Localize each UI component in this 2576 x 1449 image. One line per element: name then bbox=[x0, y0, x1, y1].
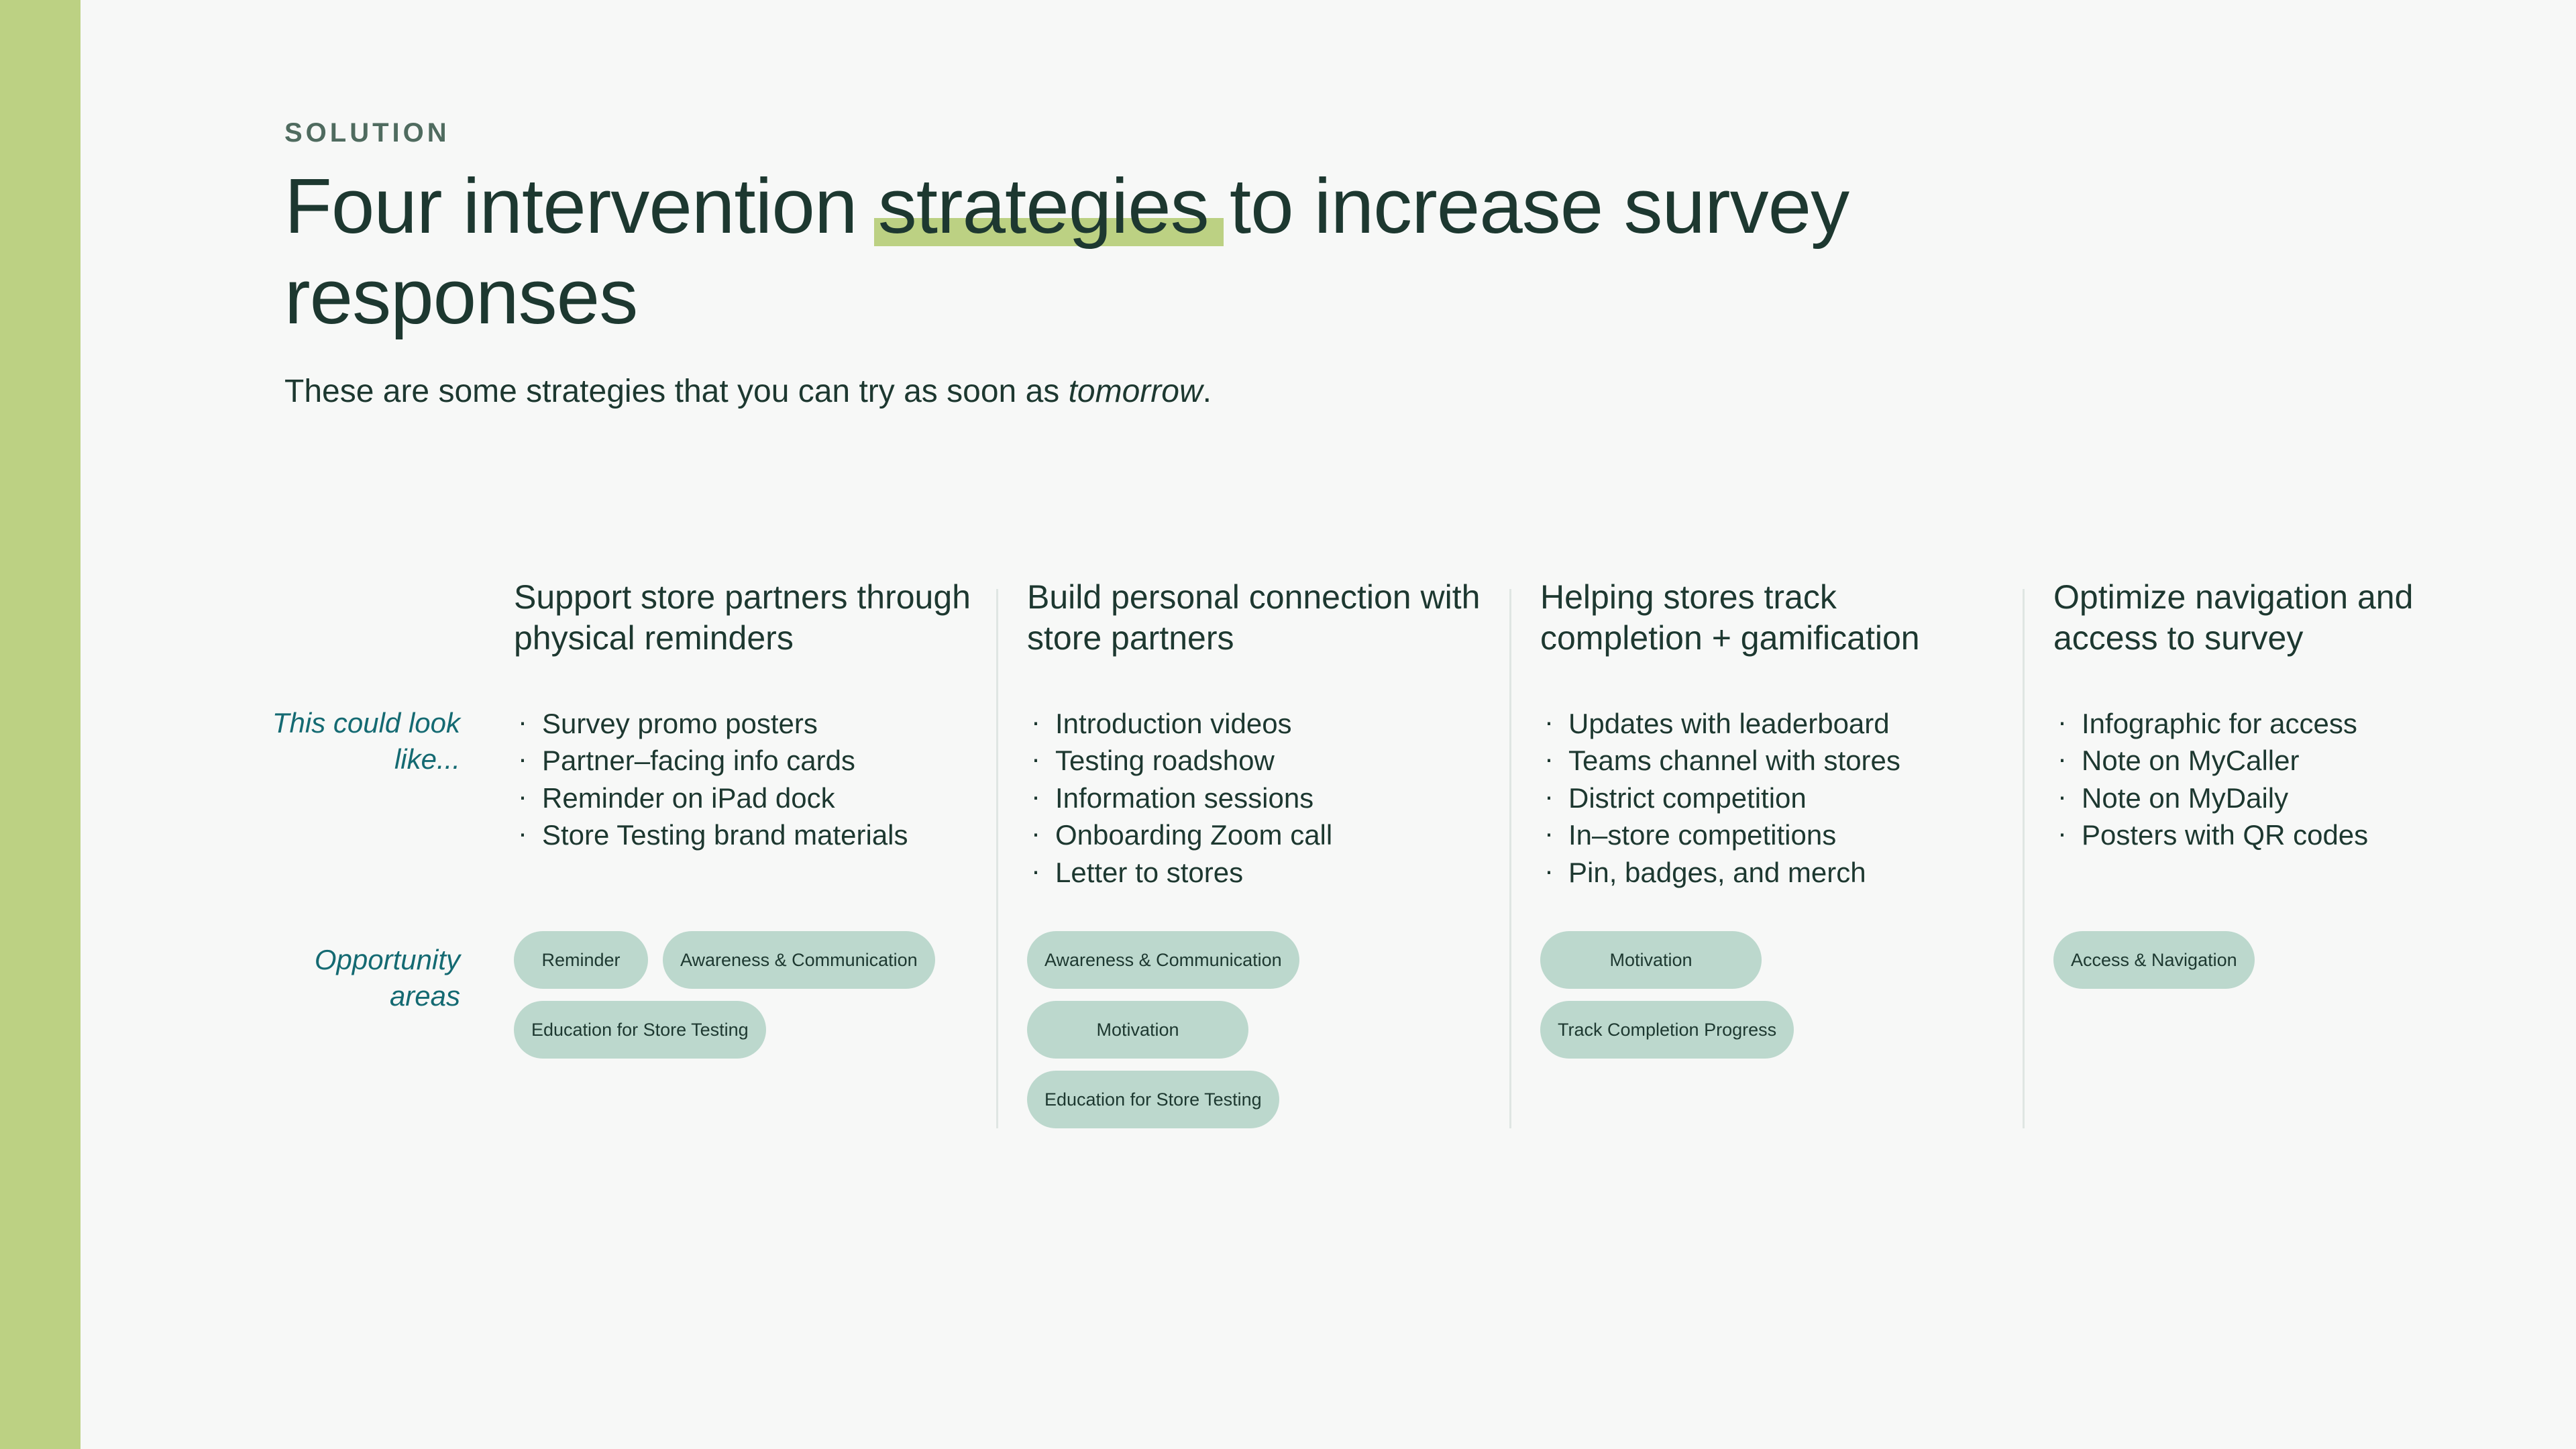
pill-group: Awareness & Communication Motivation Edu… bbox=[1027, 931, 1492, 1129]
grid-row-opportunity-areas: Opportunity areas Reminder Awareness & C… bbox=[255, 879, 2536, 1129]
column-1-heading-cell: Build personal connection with store par… bbox=[996, 577, 1509, 665]
column-3-heading-cell: Optimize navigation and access to survey bbox=[2023, 577, 2536, 665]
column-1-pills-cell: Awareness & Communication Motivation Edu… bbox=[996, 879, 1509, 1129]
tag-pill[interactable]: Education for Store Testing bbox=[1027, 1071, 1279, 1129]
list-item: In–store competitions bbox=[1540, 814, 2005, 853]
subtitle-emphasis: tomorrow bbox=[1068, 374, 1203, 410]
column-title: Helping stores track completion + gamifi… bbox=[1540, 578, 1920, 657]
list-item: Teams channel with stores bbox=[1540, 740, 2005, 779]
list-item: Survey promo posters bbox=[514, 703, 979, 742]
headings-columns: Support store partners through physical … bbox=[483, 577, 2536, 665]
tag-pill[interactable]: Awareness & Communication bbox=[1027, 931, 1299, 989]
bullets-columns: Survey promo posters Partner–facing info… bbox=[483, 643, 2536, 904]
list-item: Note on MyCaller bbox=[2053, 740, 2518, 779]
headline-highlight: strategies bbox=[873, 161, 1224, 252]
tag-pill[interactable]: Access & Navigation bbox=[2053, 931, 2255, 989]
headline-text-after: to increase survey responses bbox=[284, 162, 1849, 340]
column-title: Optimize navigation and access to survey bbox=[2053, 578, 2414, 657]
tag-pill[interactable]: Track Completion Progress bbox=[1540, 1001, 1794, 1059]
eyebrow-label: SOLUTION bbox=[284, 118, 450, 148]
row-label-could-look-like: This could look like... bbox=[272, 707, 460, 775]
column-0-bullets-cell: Survey promo posters Partner–facing info… bbox=[483, 703, 996, 891]
row-label-opportunity-areas: Opportunity areas bbox=[314, 944, 460, 1012]
tag-pill[interactable]: Motivation bbox=[1027, 1001, 1248, 1059]
grid-row-headings: Support store partners through physical … bbox=[255, 577, 2536, 665]
subtitle-text-after: . bbox=[1202, 374, 1212, 410]
headline-text-before: Four intervention bbox=[284, 162, 878, 250]
column-3-pills-cell: Access & Navigation bbox=[2023, 879, 2536, 1129]
list-item: Reminder on iPad dock bbox=[514, 777, 979, 816]
strategy-grid: Support store partners through physical … bbox=[255, 577, 2536, 1129]
column-2-pills-cell: Motivation Track Completion Progress bbox=[1509, 879, 2023, 1129]
pills-columns: Reminder Awareness & Communication Educa… bbox=[483, 879, 2536, 1129]
bullet-list: Infographic for access Note on MyCaller … bbox=[2053, 703, 2518, 854]
pill-group: Access & Navigation bbox=[2053, 931, 2518, 989]
column-title: Build personal connection with store par… bbox=[1027, 578, 1481, 657]
list-item: Testing roadshow bbox=[1027, 740, 1492, 779]
tag-pill[interactable]: Education for Store Testing bbox=[514, 1001, 766, 1059]
column-2-bullets-cell: Updates with leaderboard Teams channel w… bbox=[1509, 643, 2023, 904]
bullet-list: Survey promo posters Partner–facing info… bbox=[514, 703, 979, 854]
list-item: Updates with leaderboard bbox=[1540, 703, 2005, 742]
list-item: Onboarding Zoom call bbox=[1027, 814, 1492, 853]
column-1-bullets-cell: Introduction videos Testing roadshow Inf… bbox=[996, 643, 1509, 904]
list-item: District competition bbox=[1540, 777, 2005, 816]
tag-pill[interactable]: Reminder bbox=[514, 931, 648, 989]
list-item: Letter to stores bbox=[1027, 852, 1492, 891]
list-item: Store Testing brand materials bbox=[514, 814, 979, 853]
column-title: Support store partners through physical … bbox=[514, 578, 971, 657]
list-item: Partner–facing info cards bbox=[514, 740, 979, 779]
column-3-bullets-cell: Infographic for access Note on MyCaller … bbox=[2023, 643, 2536, 904]
list-item: Information sessions bbox=[1027, 777, 1492, 816]
pill-group: Reminder Awareness & Communication Educa… bbox=[514, 931, 979, 1059]
list-item: Introduction videos bbox=[1027, 703, 1492, 742]
grid-row-examples: This could look like... Survey promo pos… bbox=[255, 643, 2536, 904]
list-item: Infographic for access bbox=[2053, 703, 2518, 742]
pill-group: Motivation Track Completion Progress bbox=[1540, 931, 2005, 1059]
subtitle-text-before: These are some strategies that you can t… bbox=[284, 374, 1069, 410]
subtitle: These are some strategies that you can t… bbox=[284, 371, 2297, 413]
bullet-list: Introduction videos Testing roadshow Inf… bbox=[1027, 703, 1492, 891]
left-accent-strip bbox=[0, 0, 80, 1449]
column-0-pills-cell: Reminder Awareness & Communication Educa… bbox=[483, 931, 996, 1128]
bullet-list: Updates with leaderboard Teams channel w… bbox=[1540, 703, 2005, 891]
list-item: Note on MyDaily bbox=[2053, 777, 2518, 816]
slide-header: SOLUTION Four intervention strategies to… bbox=[284, 119, 2297, 413]
page-title: Four intervention strategies to increase… bbox=[284, 161, 1894, 341]
list-item: Pin, badges, and merch bbox=[1540, 852, 2005, 891]
column-0-heading-cell: Support store partners through physical … bbox=[483, 577, 996, 658]
column-2-heading-cell: Helping stores track completion + gamifi… bbox=[1509, 577, 2023, 665]
tag-pill[interactable]: Awareness & Communication bbox=[663, 931, 935, 989]
tag-pill[interactable]: Motivation bbox=[1540, 931, 1762, 989]
list-item: Posters with QR codes bbox=[2053, 814, 2518, 853]
